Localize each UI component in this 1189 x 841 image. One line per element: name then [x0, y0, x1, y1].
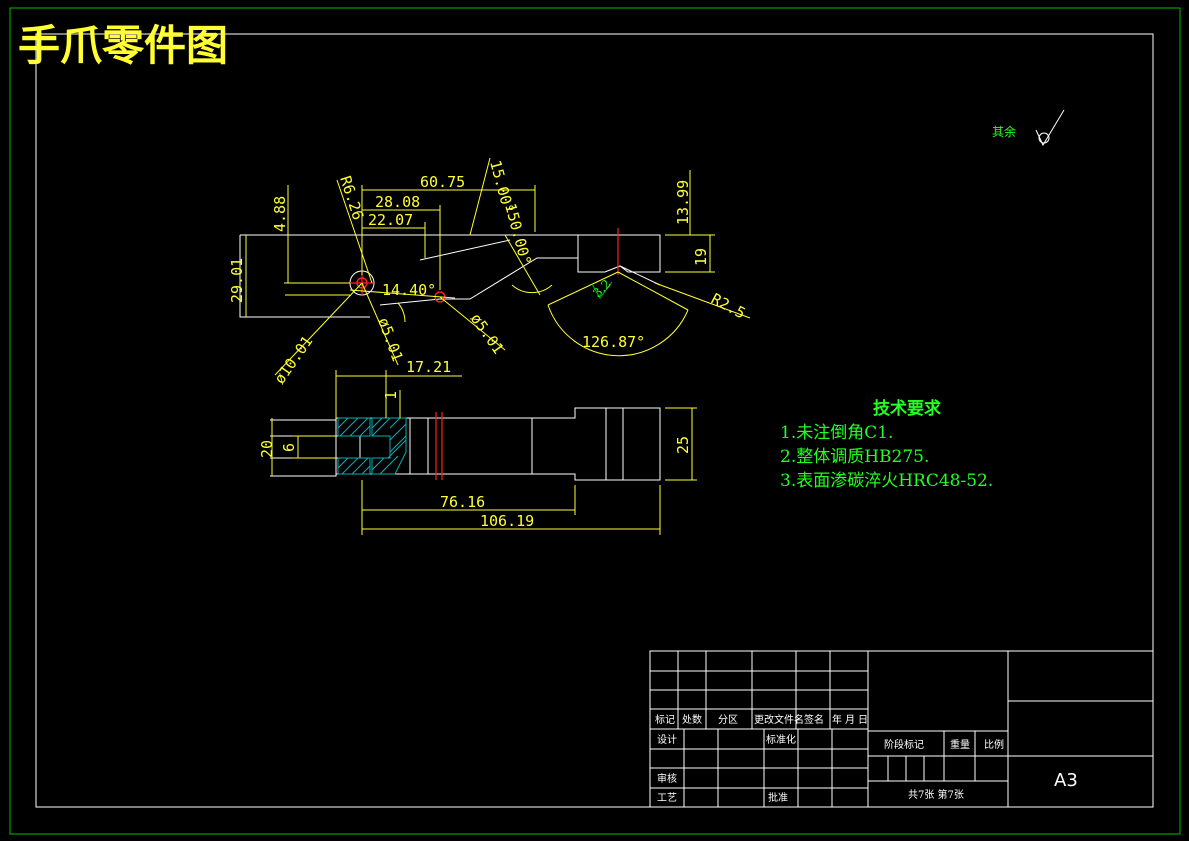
svg-text:4.88: 4.88	[271, 196, 289, 232]
svg-text:处数: 处数	[682, 713, 702, 726]
tech-requirement-item: 1.未注倒角C1.	[780, 423, 893, 443]
svg-text:6: 6	[280, 443, 298, 452]
svg-text:76.16: 76.16	[440, 493, 485, 511]
svg-text:17.21: 17.21	[406, 358, 451, 376]
svg-text:106.19: 106.19	[480, 512, 534, 530]
svg-text:28.08: 28.08	[375, 193, 420, 211]
svg-text:1: 1	[382, 391, 400, 400]
svg-text:60.75: 60.75	[420, 173, 465, 191]
svg-text:设计: 设计	[657, 733, 677, 746]
svg-text:ø5.01: ø5.01	[467, 310, 508, 357]
svg-text:月: 月	[845, 714, 855, 726]
svg-text:22.07: 22.07	[368, 211, 413, 229]
svg-text:年: 年	[832, 713, 842, 726]
svg-text:29.01: 29.01	[228, 258, 246, 303]
svg-text:20: 20	[258, 440, 276, 458]
svg-text:ø5.01: ø5.01	[374, 315, 406, 364]
svg-text:签名: 签名	[804, 713, 824, 726]
svg-text:重量: 重量	[950, 738, 970, 751]
svg-text:3.2: 3.2	[590, 277, 613, 300]
surface-finish-label: 其余	[992, 124, 1016, 139]
svg-text:14.40°: 14.40°	[382, 281, 436, 299]
section-hatch	[337, 417, 407, 475]
tech-requirements: 技术要求 1.未注倒角C1. 2.整体调质HB275. 3.表面渗碳淬火HRC4…	[780, 398, 993, 491]
front-view: 17.21 1 20 6 25 76.16 106.19	[258, 358, 697, 535]
svg-text:ø10.01: ø10.01	[271, 333, 317, 388]
svg-text:更改文件名: 更改文件名	[754, 713, 804, 726]
svg-text:25: 25	[674, 436, 692, 454]
outer-border	[9, 7, 1181, 835]
svg-text:日: 日	[858, 715, 868, 726]
svg-text:审核: 审核	[657, 772, 677, 785]
svg-text:126.87°: 126.87°	[582, 333, 645, 351]
svg-text:标记: 标记	[655, 714, 675, 726]
svg-text:分区: 分区	[718, 714, 738, 726]
svg-text:工艺: 工艺	[657, 792, 677, 804]
top-view: 60.75 28.08 22.07 4.88 29.01 R6.26 15.00…	[228, 157, 751, 388]
svg-text:共7张 第7张: 共7张 第7张	[908, 788, 964, 801]
svg-text:13.99: 13.99	[674, 180, 692, 225]
svg-text:比例: 比例	[984, 738, 1004, 751]
tech-requirement-item: 2.整体调质HB275.	[780, 447, 929, 467]
title-block: 标记 处数 分区 更改文件名 签名 年 月 日 设计 标准化 阶段标记 重量 比…	[649, 650, 1154, 808]
paper-size: A3	[1054, 770, 1078, 791]
tech-requirement-item: 3.表面渗碳淬火HRC48-52.	[780, 471, 993, 491]
inner-border	[35, 33, 1154, 808]
surface-finish-symbol: 其余	[992, 109, 1065, 147]
drawing-title: 手爪零件图	[18, 21, 228, 70]
tech-requirements-title: 技术要求	[873, 398, 941, 419]
svg-text:R2.5: R2.5	[708, 290, 748, 323]
svg-text:R6.26: R6.26	[336, 174, 367, 223]
svg-text:阶段标记: 阶段标记	[884, 738, 924, 751]
svg-text:19: 19	[692, 248, 710, 266]
svg-text:批准: 批准	[768, 791, 788, 804]
svg-text:标准化: 标准化	[766, 733, 796, 746]
